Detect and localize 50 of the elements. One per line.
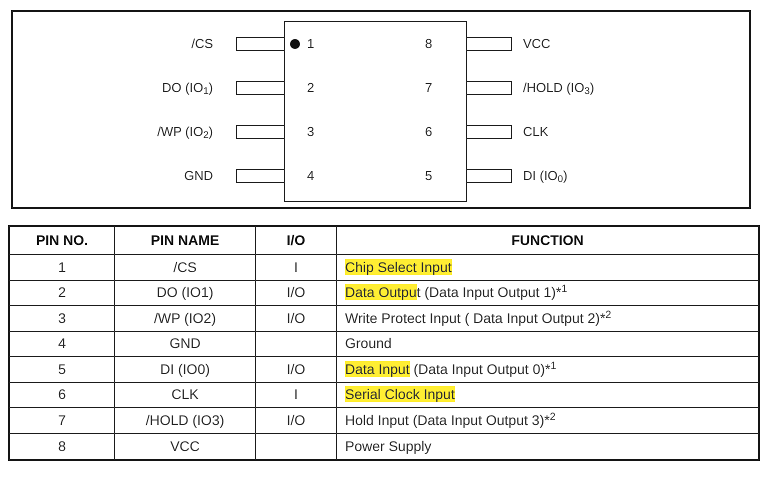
table-cell: GND: [115, 332, 256, 356]
table-cell: CLK: [115, 382, 256, 407]
table-cell-text: Data Input (Data Input Output 0)*$^{1}$: [344, 358, 558, 379]
column-header: PIN NAME: [115, 227, 256, 254]
pin-number: 7: [425, 80, 432, 96]
table-cell: DI (IO0): [115, 357, 256, 382]
table-cell: /WP (IO2): [115, 306, 256, 330]
table-cell: VCC: [115, 434, 256, 459]
table-cell-text: Ground: [344, 334, 393, 354]
table-cell: I: [256, 382, 337, 407]
pin-name: GND: [184, 168, 213, 183]
table-cell: I: [256, 255, 337, 280]
chip-body: [284, 21, 467, 202]
table-cell-text: Power Supply: [344, 436, 432, 456]
table-cell: I/O: [256, 357, 337, 382]
pin-number: 2: [307, 80, 314, 96]
table-cell: 6: [10, 382, 115, 407]
table-cell: I/O: [256, 408, 337, 432]
table-cell: 8: [10, 434, 115, 459]
pin-number: 8: [425, 36, 432, 52]
table-cell: 4: [10, 332, 115, 356]
table-cell: I/O: [256, 280, 337, 305]
table-cell: 7: [10, 408, 115, 432]
pin-number: 1: [307, 36, 314, 52]
pin-name: CLK: [523, 124, 548, 139]
column-header: PIN NO.: [10, 227, 115, 254]
table-cell: DO (IO1): [115, 280, 256, 305]
pin-name: VCC: [523, 36, 550, 51]
pin-name: /CS: [191, 36, 213, 51]
table-cell: 3: [10, 306, 115, 330]
table-cell: 5: [10, 357, 115, 382]
pin-name: DO (IO$_{1}$): [162, 80, 213, 95]
table-cell: 2: [10, 280, 115, 305]
table-cell-text: Hold Input (Data Input Output 3)*$^{2}$: [344, 410, 557, 430]
pin-name: /WP (IO$_{2}$): [157, 124, 213, 139]
pin-number: 5: [425, 168, 432, 184]
pin-name: DI (IO$_{0}$): [523, 168, 568, 183]
pin-number: 4: [307, 168, 314, 184]
column-header: FUNCTION: [510, 231, 585, 250]
table-cell: 1: [10, 255, 115, 280]
table-cell: I/O: [256, 306, 337, 330]
table-cell: /CS: [115, 255, 256, 280]
table-cell-text: Write Protect Input ( Data Input Output 2)*$^{2}$: [344, 308, 612, 328]
pin-number: 6: [425, 124, 432, 140]
table-cell-text: Serial Clock Input: [344, 385, 456, 404]
table-cell-text: Chip Select Input: [344, 258, 453, 277]
column-header: I/O: [256, 227, 337, 254]
table-cell: /HOLD (IO3): [115, 408, 256, 432]
pin-name: /HOLD (IO$_{3}$): [523, 80, 594, 95]
pin-number: 3: [307, 124, 314, 140]
